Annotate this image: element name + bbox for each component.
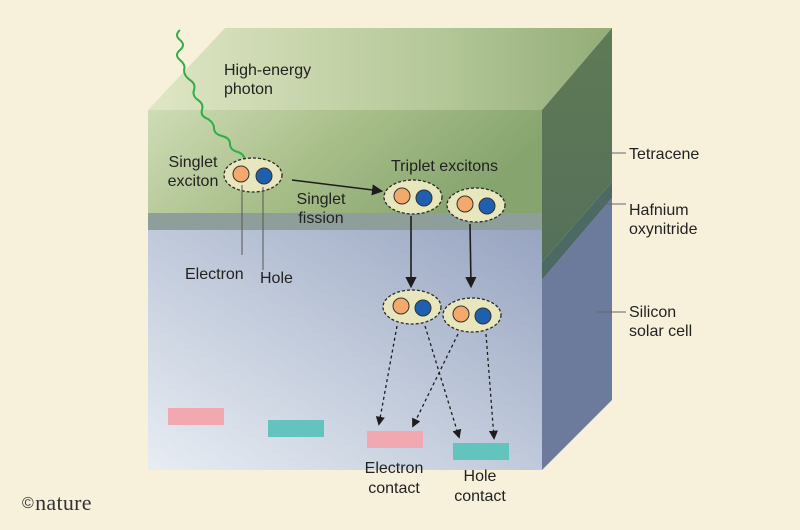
transfer-arrow-2 — [465, 223, 477, 289]
electron-particle — [456, 195, 474, 213]
tetracene-side — [542, 28, 612, 262]
silicon-exciton-1 — [382, 289, 442, 325]
tetracene-label: Tetracene — [629, 146, 700, 163]
hafnium-layer — [148, 213, 542, 230]
singlet-fission-arrow — [291, 179, 384, 196]
hole-particle — [414, 299, 432, 317]
hole-particle — [474, 307, 492, 325]
silicon-exciton-2 — [442, 297, 502, 333]
photon-arrow — [176, 29, 260, 179]
top-face — [148, 28, 612, 110]
hole-contact — [453, 443, 509, 460]
electron-path-2 — [412, 333, 459, 428]
hole-label: Hole — [260, 270, 293, 287]
triplet-excitons-label: Triplet excitons — [391, 158, 498, 175]
silicon-layer — [148, 230, 542, 470]
triplet-exciton-1 — [383, 179, 443, 215]
electron-label: Electron — [185, 266, 244, 283]
electron-particle — [392, 297, 410, 315]
triplet-exciton-2 — [446, 187, 506, 223]
hole-path-2 — [485, 333, 498, 440]
hole-path-1 — [424, 325, 462, 439]
nature-logo: ©nature — [22, 490, 92, 515]
hole-particle — [478, 197, 496, 215]
hafnium-side — [542, 182, 612, 280]
hole-particle — [415, 189, 433, 207]
electron-particle — [452, 305, 470, 323]
electron-particle — [393, 187, 411, 205]
electron-contact — [367, 431, 423, 448]
electron-path-1 — [375, 325, 398, 426]
electron-contact-left — [168, 408, 224, 425]
electron-particle — [232, 165, 250, 183]
silicon-side — [542, 198, 612, 470]
hole-particle — [255, 167, 273, 185]
hole-contact-left — [268, 420, 324, 437]
